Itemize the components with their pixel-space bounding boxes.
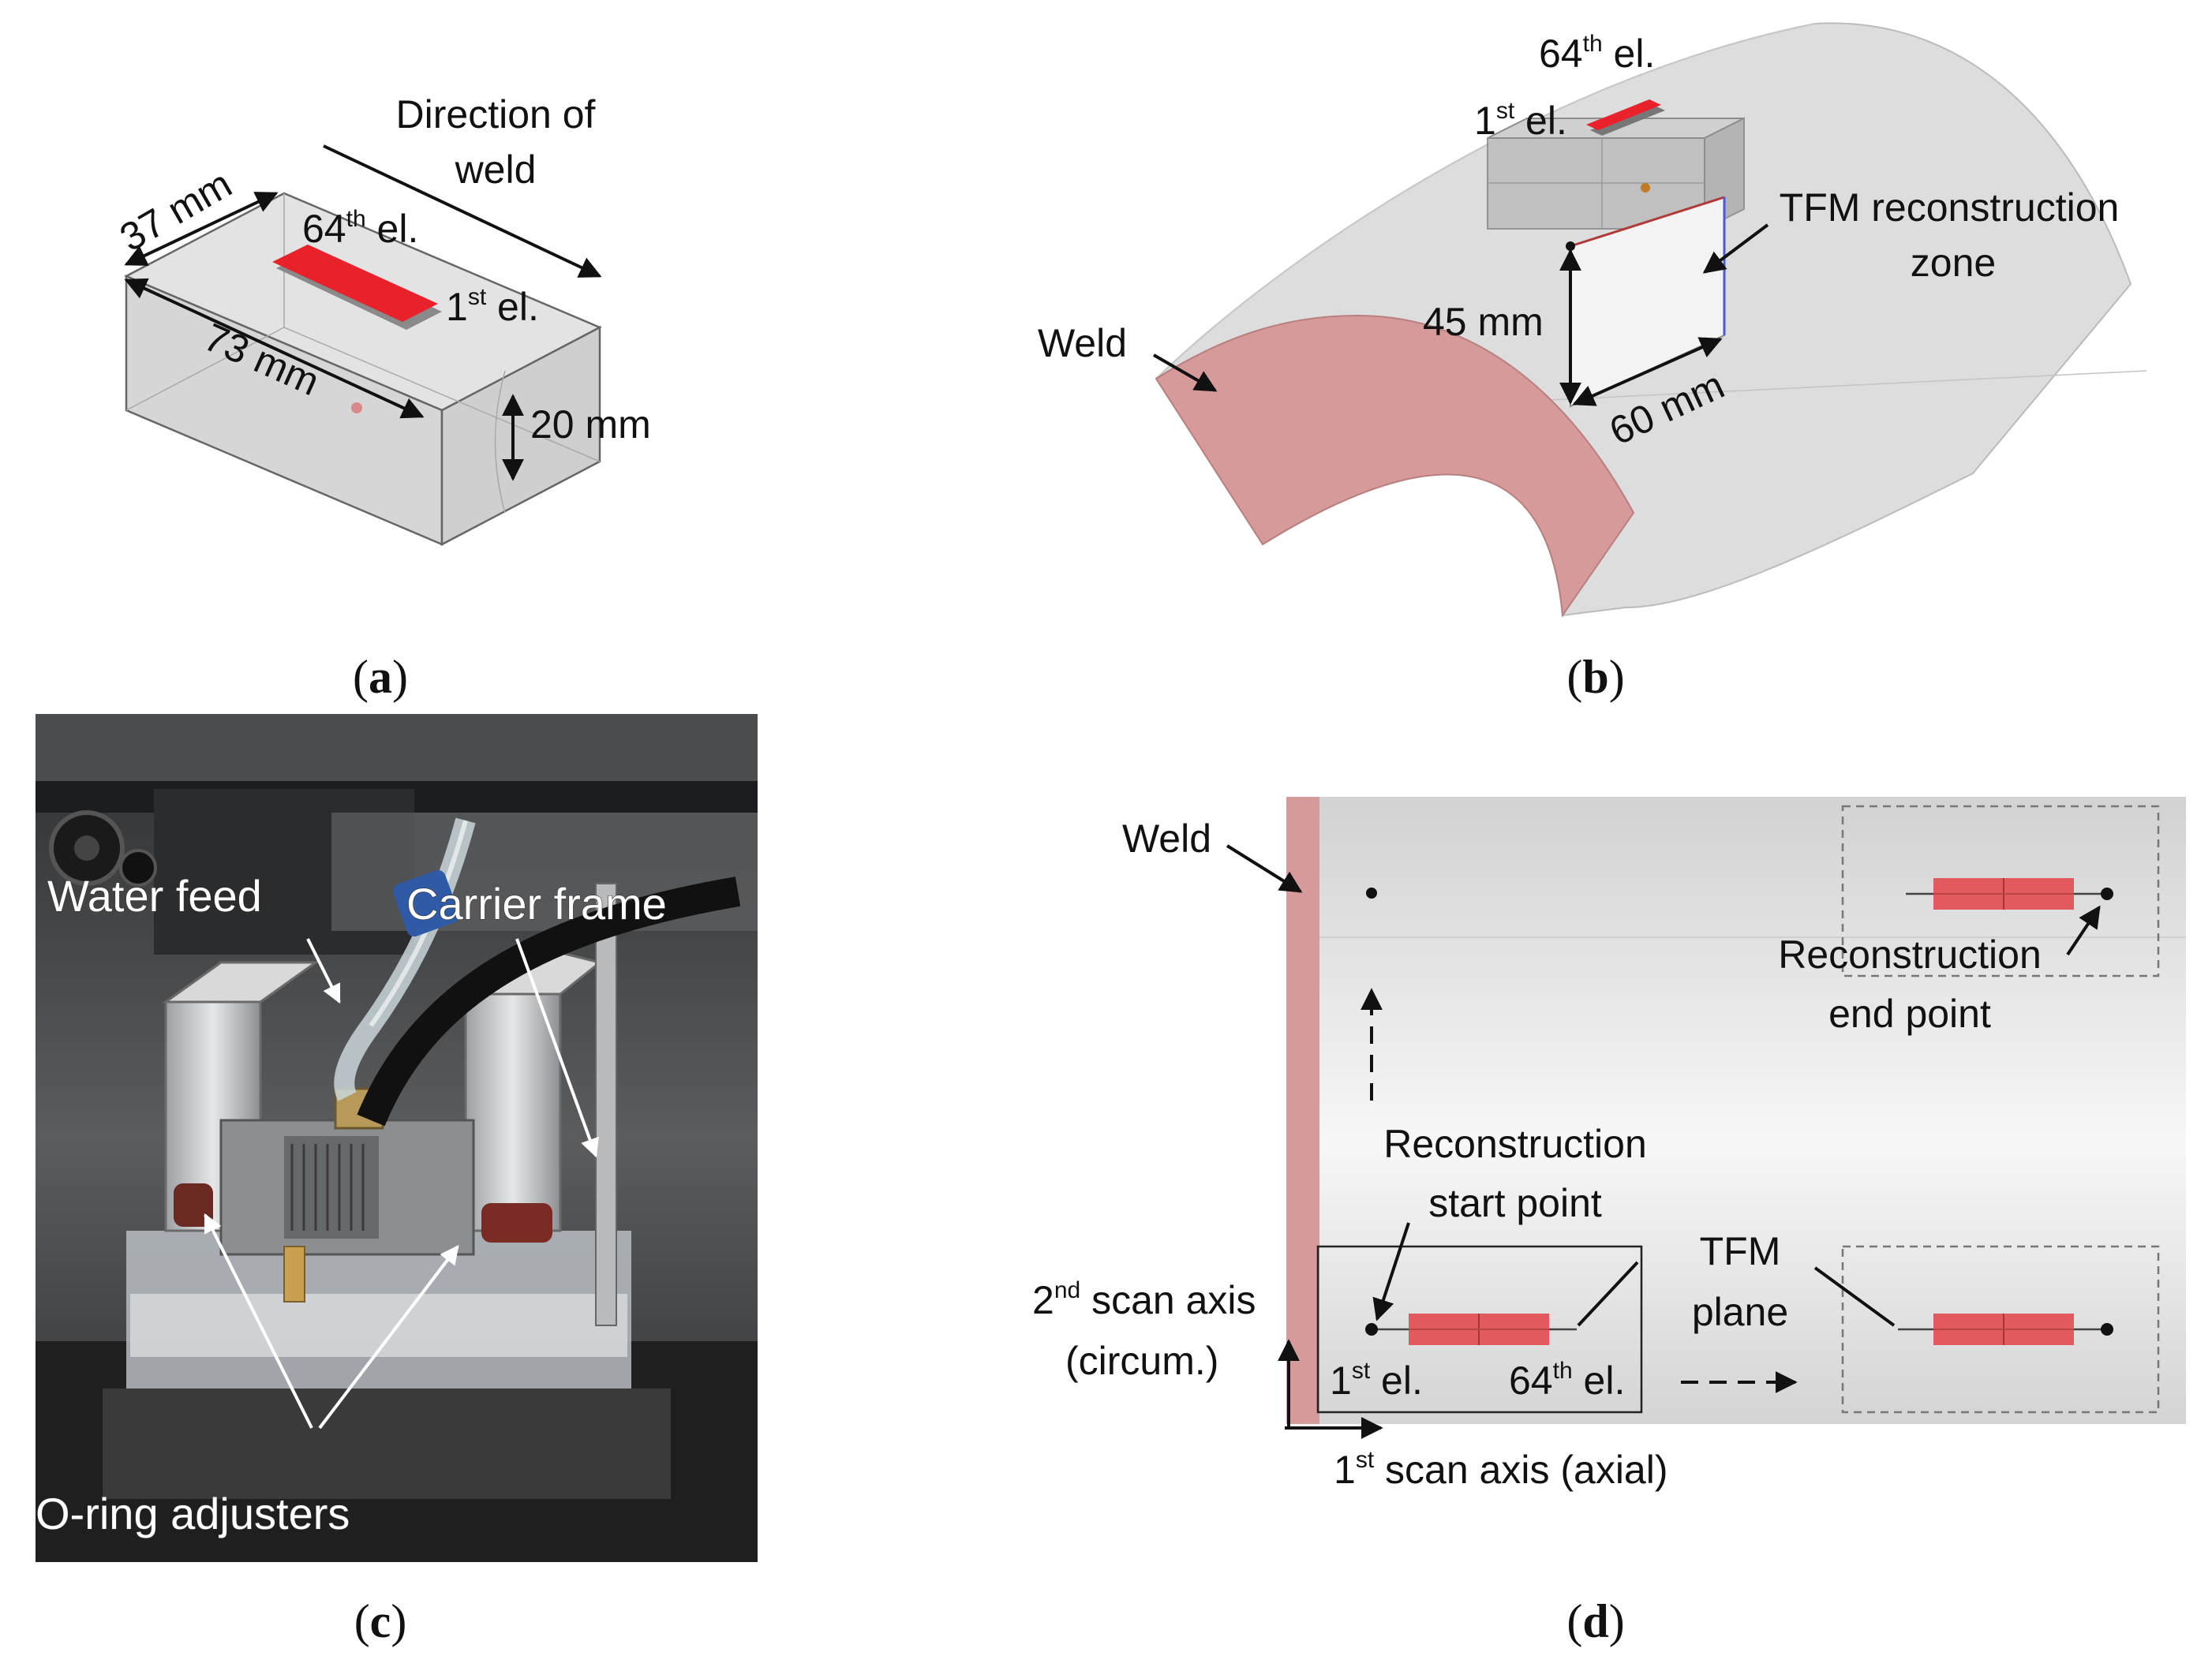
- el-1-label-b: 1st el.: [1474, 98, 1567, 143]
- el-1-label: 1st el.: [446, 284, 539, 329]
- weld-band: [1155, 314, 1635, 618]
- mid-zone-box: [1841, 1245, 2160, 1414]
- scan2-label: 2nd scan axis: [1032, 1277, 1256, 1322]
- recon-start-label-1: Reconstruction: [1383, 1122, 1647, 1166]
- start-dot-top: [1366, 888, 1377, 899]
- tfm-pointer: [1702, 223, 1769, 274]
- weld-label-b: Weld: [1038, 321, 1127, 365]
- end-zone-box: [1841, 805, 2160, 977]
- recon-start-label-2: start point: [1428, 1181, 1602, 1225]
- dim-60-arrow: [1572, 337, 1723, 406]
- black-cable: [357, 876, 741, 1127]
- dim-45-label: 45 mm: [1423, 300, 1544, 344]
- caption-b: (b): [1566, 651, 1624, 703]
- weld-strip: [1286, 797, 1319, 1424]
- oring-right: [481, 1203, 552, 1243]
- caption-c: (c): [354, 1595, 407, 1647]
- right-bracket: [464, 992, 562, 1232]
- dim-37-arrow: [124, 192, 279, 266]
- defect-dot: [351, 402, 362, 413]
- el-1-label-d: 1st el.: [1330, 1358, 1423, 1403]
- tfm-plane-label-2: plane: [1692, 1290, 1788, 1334]
- dim-20-label: 20 mm: [530, 402, 651, 447]
- frame-post: [595, 883, 617, 1326]
- array-red-b: [1586, 99, 1661, 130]
- panel-a: Direction of weld 37 mm 73 mm 20 mm 64th…: [113, 92, 651, 703]
- direction-label-1: Direction of: [396, 92, 596, 136]
- start-zone-box: [1316, 1245, 1643, 1414]
- array-shadow-b: [1590, 105, 1665, 136]
- tfm-zone-label-2: zone: [1911, 241, 1996, 285]
- direction-label-2: weld: [455, 148, 537, 192]
- carrier-frame-label: Carrier frame: [406, 879, 667, 929]
- scan1-label: 1st scan axis (axial): [1334, 1447, 1668, 1492]
- recon-end-label-2: end point: [1828, 992, 1991, 1036]
- tfm-zone-label-1: TFM reconstruction: [1780, 185, 2120, 230]
- panel-c: Water feed Carrier frame O-ring adjuster…: [35, 714, 758, 1647]
- el-64-label-b: 64th el.: [1539, 31, 1655, 76]
- direction-arrow: [323, 144, 602, 278]
- o-ring-label: O-ring adjusters: [36, 1489, 350, 1538]
- caption-d: (d): [1566, 1595, 1624, 1647]
- panel-b: 64th el. 1st el. TFM reconstruction zone…: [1038, 22, 2147, 703]
- tfm-plane-label-1: TFM: [1700, 1229, 1781, 1273]
- panel-d: Weld Reconstruction end point Reconstruc…: [1032, 797, 2186, 1647]
- weld-pointer-b: [1153, 353, 1218, 392]
- dim-73-arrow: [124, 278, 425, 419]
- caption-a: (a): [353, 651, 408, 703]
- water-feed-label: Water feed: [47, 871, 262, 921]
- scan2-label-2: (circum.): [1065, 1339, 1218, 1383]
- oring-left: [174, 1183, 213, 1227]
- el-64-label-d: 64th el.: [1509, 1358, 1625, 1403]
- weld-label-d: Weld: [1122, 817, 1211, 861]
- el-64-label: 64th el.: [302, 206, 418, 251]
- recon-end-label-1: Reconstruction: [1778, 933, 2042, 977]
